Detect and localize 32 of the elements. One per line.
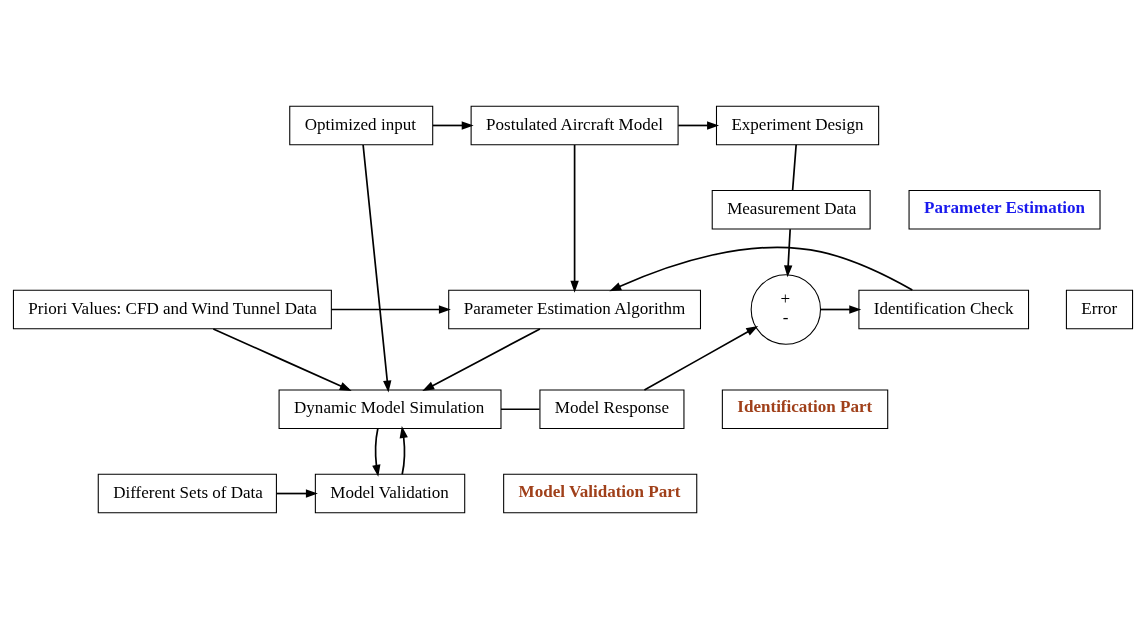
arrow — [677, 120, 720, 130]
node-box: Experiment Design — [715, 105, 880, 145]
arrow — [399, 425, 408, 475]
node-box: Identification Check — [858, 289, 1030, 329]
arrow — [422, 327, 541, 391]
node-box: Different Sets of Data — [97, 473, 277, 513]
node-circle: + - — [750, 273, 822, 345]
connector — [791, 143, 797, 191]
connector — [500, 407, 541, 410]
arrow — [819, 304, 862, 314]
node-box: Optimized input — [289, 105, 434, 145]
node-box: Model Validation Part — [503, 473, 698, 513]
node-box: Dynamic Model Simulation — [278, 389, 502, 429]
node-box: Priori Values: CFD and Wind Tunnel Data — [12, 289, 332, 329]
node-box: Identification Part — [721, 389, 889, 429]
arrow — [212, 327, 352, 391]
node-box: Model Validation — [314, 473, 466, 513]
arrow — [330, 304, 451, 314]
arrow — [643, 325, 759, 391]
arrow — [372, 427, 381, 477]
arrow — [432, 120, 474, 130]
arrow — [609, 246, 914, 291]
arrow — [362, 143, 392, 393]
node-box: Parameter Estimation Algorithm — [448, 289, 702, 329]
node-box: Parameter Estimation — [908, 189, 1101, 229]
arrow — [570, 143, 579, 293]
node-box: Error — [1065, 289, 1134, 329]
node-box: Model Response — [539, 389, 685, 429]
arrow — [275, 488, 318, 498]
arrow — [784, 227, 793, 277]
node-box: Measurement Data — [711, 189, 871, 229]
node-box: Postulated Aircraft Model — [470, 105, 679, 145]
